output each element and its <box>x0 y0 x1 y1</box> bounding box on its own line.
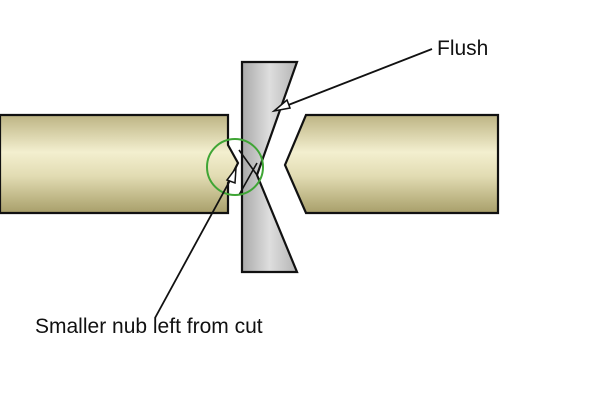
nub-highlight-circle <box>206 138 264 196</box>
cutting-edge-mark <box>238 149 258 196</box>
nub-leader-line <box>154 174 234 319</box>
flush-arrowhead <box>271 98 292 113</box>
nub-arrowhead <box>225 165 237 185</box>
flush-leader-line <box>277 48 433 110</box>
right-rod <box>283 113 500 215</box>
cutter-blade <box>240 60 299 274</box>
nub-label: Smaller nub left from cut <box>35 315 263 338</box>
left-rod <box>0 113 240 215</box>
flush-label: Flush <box>437 37 488 60</box>
